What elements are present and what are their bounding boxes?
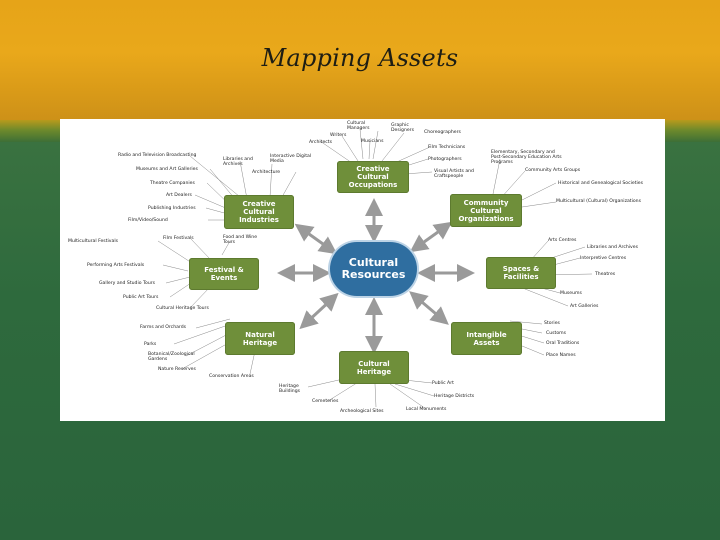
label-historical-societies: Historical and Genealogical Societies bbox=[558, 181, 644, 186]
label-film-video-sound: Film/Video/Sound bbox=[128, 218, 168, 223]
label-oral-traditions: Oral Traditions bbox=[546, 341, 580, 346]
label-place-names: Place Names bbox=[546, 353, 576, 358]
label-public-art: Public Art bbox=[432, 381, 454, 386]
label-botanical-gardens: Botanical/Zoological Gardens bbox=[148, 352, 195, 362]
label-theatre-companies: Theatre Companies bbox=[150, 181, 195, 186]
label-archeological-sites: Archeological Sites bbox=[340, 409, 384, 414]
label-film-technicians: Film Technicians bbox=[428, 145, 466, 150]
label-arts-centres: Arts Centres bbox=[548, 238, 577, 243]
label-architecture: Architecture bbox=[252, 170, 281, 175]
node-natural-heritage: Natural Heritage bbox=[225, 322, 295, 355]
label-stories: Stories bbox=[544, 321, 560, 326]
node-intangible-assets: Intangible Assets bbox=[451, 322, 522, 355]
label-architects: Architects bbox=[309, 140, 332, 145]
label-public-art-tours: Public Art Tours bbox=[123, 295, 159, 300]
label-publishing: Publishing Industries bbox=[148, 206, 196, 211]
label-art-dealers: Art Dealers bbox=[166, 193, 192, 198]
node-cultural-heritage: Cultural Heritage bbox=[339, 351, 409, 384]
label-museums: Museums bbox=[560, 291, 582, 296]
label-customs: Customs bbox=[546, 331, 566, 336]
node-community-cultural-organizations: Community Cultural Organizations bbox=[450, 194, 522, 227]
label-cultural-managers: Cultural Managers bbox=[347, 121, 370, 131]
label-interactive-digital: Interactive Digital Media bbox=[270, 154, 312, 164]
label-conservation-areas: Conservation Areas bbox=[209, 374, 254, 379]
label-cemeteries: Cemeteries bbox=[312, 399, 339, 404]
label-graphic-designers: Graphic Designers bbox=[391, 123, 414, 133]
label-cultural-heritage-tours: Cultural Heritage Tours bbox=[156, 306, 209, 311]
diagram-panel: Cultural Resources Creative Cultural Occ… bbox=[60, 119, 665, 421]
label-parks: Parks bbox=[144, 342, 157, 347]
arrow-upper-left bbox=[294, 223, 338, 255]
label-nature-reserves: Nature Reserves bbox=[158, 367, 196, 372]
node-festival-events: Festival & Events bbox=[189, 258, 259, 290]
label-heritage-buildings: Heritage Buildings bbox=[279, 384, 301, 394]
label-gallery-studio-tours: Gallery and Studio Tours bbox=[99, 281, 156, 286]
label-film-festivals: Film Festivals bbox=[163, 236, 194, 241]
arrow-lower-left bbox=[299, 292, 339, 330]
label-photographers: Photographers bbox=[428, 157, 462, 162]
label-musicians: Musicians bbox=[361, 139, 384, 144]
label-writers: Writers bbox=[330, 133, 347, 138]
label-multicultural-festivals: Multicultural Festivals bbox=[68, 239, 118, 244]
label-theatres: Theatres bbox=[595, 272, 616, 277]
node-creative-cultural-occupations: Creative Cultural Occupations bbox=[337, 161, 409, 193]
label-choreographers: Choreographers bbox=[424, 130, 461, 135]
node-creative-cultural-industries: Creative Cultural Industries bbox=[224, 195, 294, 229]
label-heritage-districts: Heritage Districts bbox=[434, 394, 475, 399]
label-community-arts-groups: Community Arts Groups bbox=[525, 168, 581, 173]
hub-arrows bbox=[277, 198, 475, 354]
label-interpretive-centres: Interpretive Centres bbox=[580, 256, 627, 261]
cultural-resources-hub: Cultural Resources bbox=[330, 242, 417, 296]
arrow-upper-right bbox=[409, 221, 453, 253]
label-performing-arts-festivals: Performing Arts Festivals bbox=[87, 263, 145, 268]
label-visual-artists: Visual Artists and Craftspeople bbox=[434, 169, 474, 179]
label-libraries-archives-industries: Libraries and Archives bbox=[223, 157, 253, 167]
label-radio-tv: Radio and Television Broadcasting bbox=[118, 153, 197, 158]
label-multicultural-orgs: Multicultural (Cultural) Organizations bbox=[556, 199, 641, 204]
label-education-arts: Elementary, Secondary and Post-Secondary… bbox=[491, 150, 562, 165]
node-spaces-facilities: Spaces & Facilities bbox=[486, 257, 556, 289]
label-art-galleries: Art Galleries bbox=[570, 304, 599, 309]
label-museums-galleries: Museums and Art Galleries bbox=[136, 167, 198, 172]
label-libraries-archives: Libraries and Archives bbox=[587, 245, 638, 250]
slide-title: Mapping Assets bbox=[261, 44, 459, 72]
title-band bbox=[0, 0, 720, 132]
label-food-wine-tours: Food and Wine Tours bbox=[223, 235, 258, 245]
label-farms-orchards: Farms and Orchards bbox=[140, 325, 187, 330]
arrow-lower-right bbox=[409, 291, 449, 325]
label-local-monuments: Local Monuments bbox=[406, 407, 447, 412]
